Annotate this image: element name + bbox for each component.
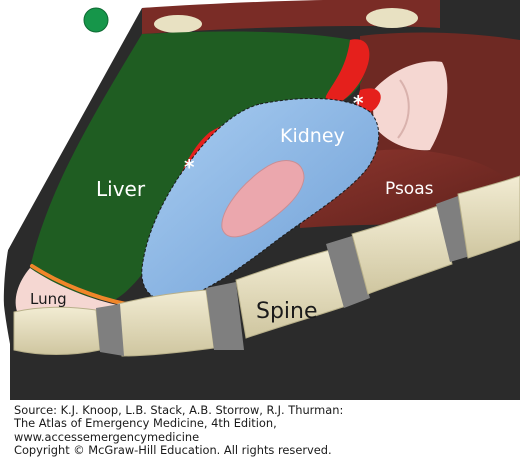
abdominal-wall-muscle [142, 0, 440, 34]
label-psoas: Psoas [385, 179, 434, 199]
liver [30, 31, 365, 303]
disc-2 [206, 282, 244, 350]
label-lung: Lung [30, 290, 67, 308]
vertebra-4 [351, 205, 453, 295]
ultrasound-diagram: Kidney Liver Psoas Spine Lung * * [3, 0, 520, 400]
ultrasound-sector [3, 0, 520, 400]
source-line-4: Copyright © McGraw-Hill Education. All r… [14, 443, 332, 458]
asterisk-morison-pouch: * [184, 155, 195, 179]
label-liver: Liver [96, 177, 146, 201]
source-line-3: www.accessemergencymedicine [14, 429, 200, 444]
vertebra-5 [457, 175, 520, 259]
disc-3 [326, 236, 370, 308]
free-fluid-upper [325, 39, 370, 106]
source-line-1: Source: K.J. Knoop, L.B. Stack, A.B. Sto… [14, 403, 344, 417]
disc-1 [96, 304, 124, 356]
spine [10, 175, 520, 400]
asterisk-kidney-upper: * [353, 91, 364, 115]
free-fluid-lower [356, 88, 381, 113]
lung-border [30, 264, 128, 306]
top-bone-right [366, 8, 418, 28]
vertebra-1 [13, 306, 101, 355]
flank-fat-fold [397, 79, 410, 139]
source-citation: Source: K.J. Knoop, L.B. Stack, A.B. Sto… [14, 403, 514, 458]
label-spine: Spine [256, 299, 318, 324]
kidney-pelvis [221, 160, 305, 238]
label-kidney: Kidney [280, 125, 345, 147]
disc-4 [436, 196, 470, 262]
lung [15, 268, 122, 315]
top-bone-left [154, 15, 202, 33]
source-line-2: The Atlas of Emergency Medicine, 4th Edi… [14, 416, 277, 431]
orientation-marker-dot [83, 7, 109, 33]
